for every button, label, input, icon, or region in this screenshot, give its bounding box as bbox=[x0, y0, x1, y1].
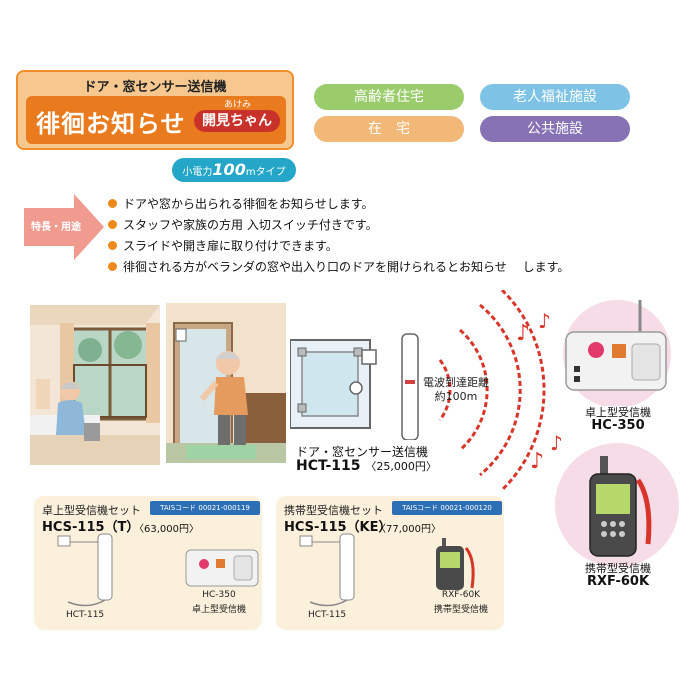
bullet-icon bbox=[108, 262, 117, 271]
category-welfare-facility: 老人福祉施設 bbox=[480, 84, 630, 110]
feature-text: ドアや窓から出られる徘徊をお知らせします。 bbox=[123, 197, 374, 211]
set-device-label: 卓上型受信機 bbox=[191, 605, 246, 615]
set-device-model: HC-350 bbox=[202, 590, 236, 600]
features-arrow-icon bbox=[24, 194, 104, 260]
features-label: 特長・用途 bbox=[31, 222, 81, 233]
set-title: 卓上型受信機セット bbox=[42, 504, 141, 517]
set-model: HCS-115（KE） bbox=[284, 520, 392, 535]
svg-text:♪: ♪ bbox=[530, 449, 544, 474]
set-model: HCS-115（T） bbox=[42, 520, 140, 535]
svg-text:♪: ♪ bbox=[550, 431, 563, 455]
product-nickname-badge: 開見ちゃん bbox=[194, 110, 280, 132]
range-line2: 約100m bbox=[434, 390, 478, 403]
set-device-label: 携帯型受信機 bbox=[433, 605, 488, 615]
radio-waves-icon bbox=[438, 290, 546, 490]
feature-item: 徘徊される方がベランダの窓や出入り口のドアを開けられるとお知らせ します。 bbox=[108, 258, 569, 275]
music-notes-icon: ♪ ♪ bbox=[530, 431, 563, 474]
transmitter-image bbox=[299, 533, 355, 607]
door-room-illustration bbox=[166, 303, 286, 463]
category-public-facility: 公共施設 bbox=[480, 116, 630, 142]
window-room-illustration bbox=[30, 305, 160, 465]
portable-receiver-set-box: 携帯型受信機セット TAISコード 00021-000120 HCS-115（K… bbox=[276, 496, 504, 630]
desk-receiver-image bbox=[563, 300, 671, 406]
sensor-price: 〈25,000円〉 bbox=[365, 460, 437, 473]
sensor-label: ドア・窓センサー送信機 bbox=[296, 445, 429, 459]
transmitter-image bbox=[57, 533, 113, 607]
title-box: ドア・窓センサー送信機 徘徊お知らせ あけみ 開見ちゃん bbox=[16, 70, 294, 150]
desk-receiver-model: HC-350 bbox=[591, 418, 645, 433]
desk-receiver-thumb bbox=[185, 549, 259, 587]
svg-text:♪: ♪ bbox=[516, 321, 530, 346]
category-senior-housing: 高齢者住宅 bbox=[314, 84, 464, 110]
power-type-pill: 小電力100mタイプ bbox=[172, 158, 296, 182]
bullet-icon bbox=[108, 220, 117, 229]
sensor-model: HCT-115 〈25,000円〉 bbox=[296, 458, 437, 474]
badge-ruby: あけみ bbox=[224, 100, 252, 110]
power-value: 100 bbox=[212, 160, 246, 179]
feature-item: ドアや窓から出られる徘徊をお知らせします。 bbox=[108, 195, 374, 212]
feature-text: 徘徊される方がベランダの窓や出入り口のドアを開けられるとお知らせ します。 bbox=[123, 260, 570, 274]
set-device-model: RXF-60K bbox=[441, 590, 481, 600]
feature-item: スライドや開き扉に取り付けできます。 bbox=[108, 237, 338, 254]
music-notes-icon: ♪ ♪ bbox=[516, 309, 551, 346]
feature-text: スタッフや家族の方用 入切スイッチ付きです。 bbox=[123, 218, 378, 232]
product-title: 徘徊お知らせ bbox=[36, 110, 186, 138]
title-panel: 徘徊お知らせ あけみ 開見ちゃん bbox=[26, 96, 286, 144]
portable-receiver-image bbox=[555, 443, 679, 567]
tais-code-badge: TAISコード 00021-000120 bbox=[392, 501, 502, 515]
tais-code-badge: TAISコード 00021-000119 bbox=[150, 501, 260, 515]
feature-item: スタッフや家族の方用 入切スイッチ付きです。 bbox=[108, 216, 378, 233]
sensor-model-name: HCT-115 bbox=[296, 458, 361, 474]
desk-receiver-label: 卓上型受信機 bbox=[585, 406, 651, 419]
portable-receiver-thumb bbox=[436, 538, 475, 590]
set-transmitter-label: HCT-115 bbox=[308, 610, 347, 620]
range-label: 電波到達距離 約100m bbox=[420, 376, 492, 404]
set-title: 携帯型受信機セット bbox=[284, 504, 383, 517]
range-line1: 電波到達距離 bbox=[423, 376, 489, 389]
category-home: 在 宅 bbox=[314, 116, 464, 142]
svg-text:♪: ♪ bbox=[538, 309, 551, 333]
desk-receiver-set-box: 卓上型受信機セット TAISコード 00021-000119 HCS-115（T… bbox=[34, 496, 262, 630]
portable-receiver-label: 携帯型受信機 bbox=[585, 562, 651, 575]
set-price: 〈77,000円〉 bbox=[376, 524, 441, 535]
portable-receiver-model: RXF-60K bbox=[586, 574, 650, 589]
set-price: 〈63,000円〉 bbox=[134, 524, 199, 535]
power-suffix: mタイプ bbox=[245, 167, 286, 178]
product-subtitle: ドア・窓センサー送信機 bbox=[83, 80, 227, 95]
power-prefix: 小電力 bbox=[182, 167, 213, 178]
feature-text: スライドや開き扉に取り付けできます。 bbox=[123, 239, 338, 253]
set-transmitter-label: HCT-115 bbox=[66, 610, 105, 620]
bullet-icon bbox=[108, 241, 117, 250]
sensor-illustration bbox=[290, 333, 419, 440]
bullet-icon bbox=[108, 199, 117, 208]
